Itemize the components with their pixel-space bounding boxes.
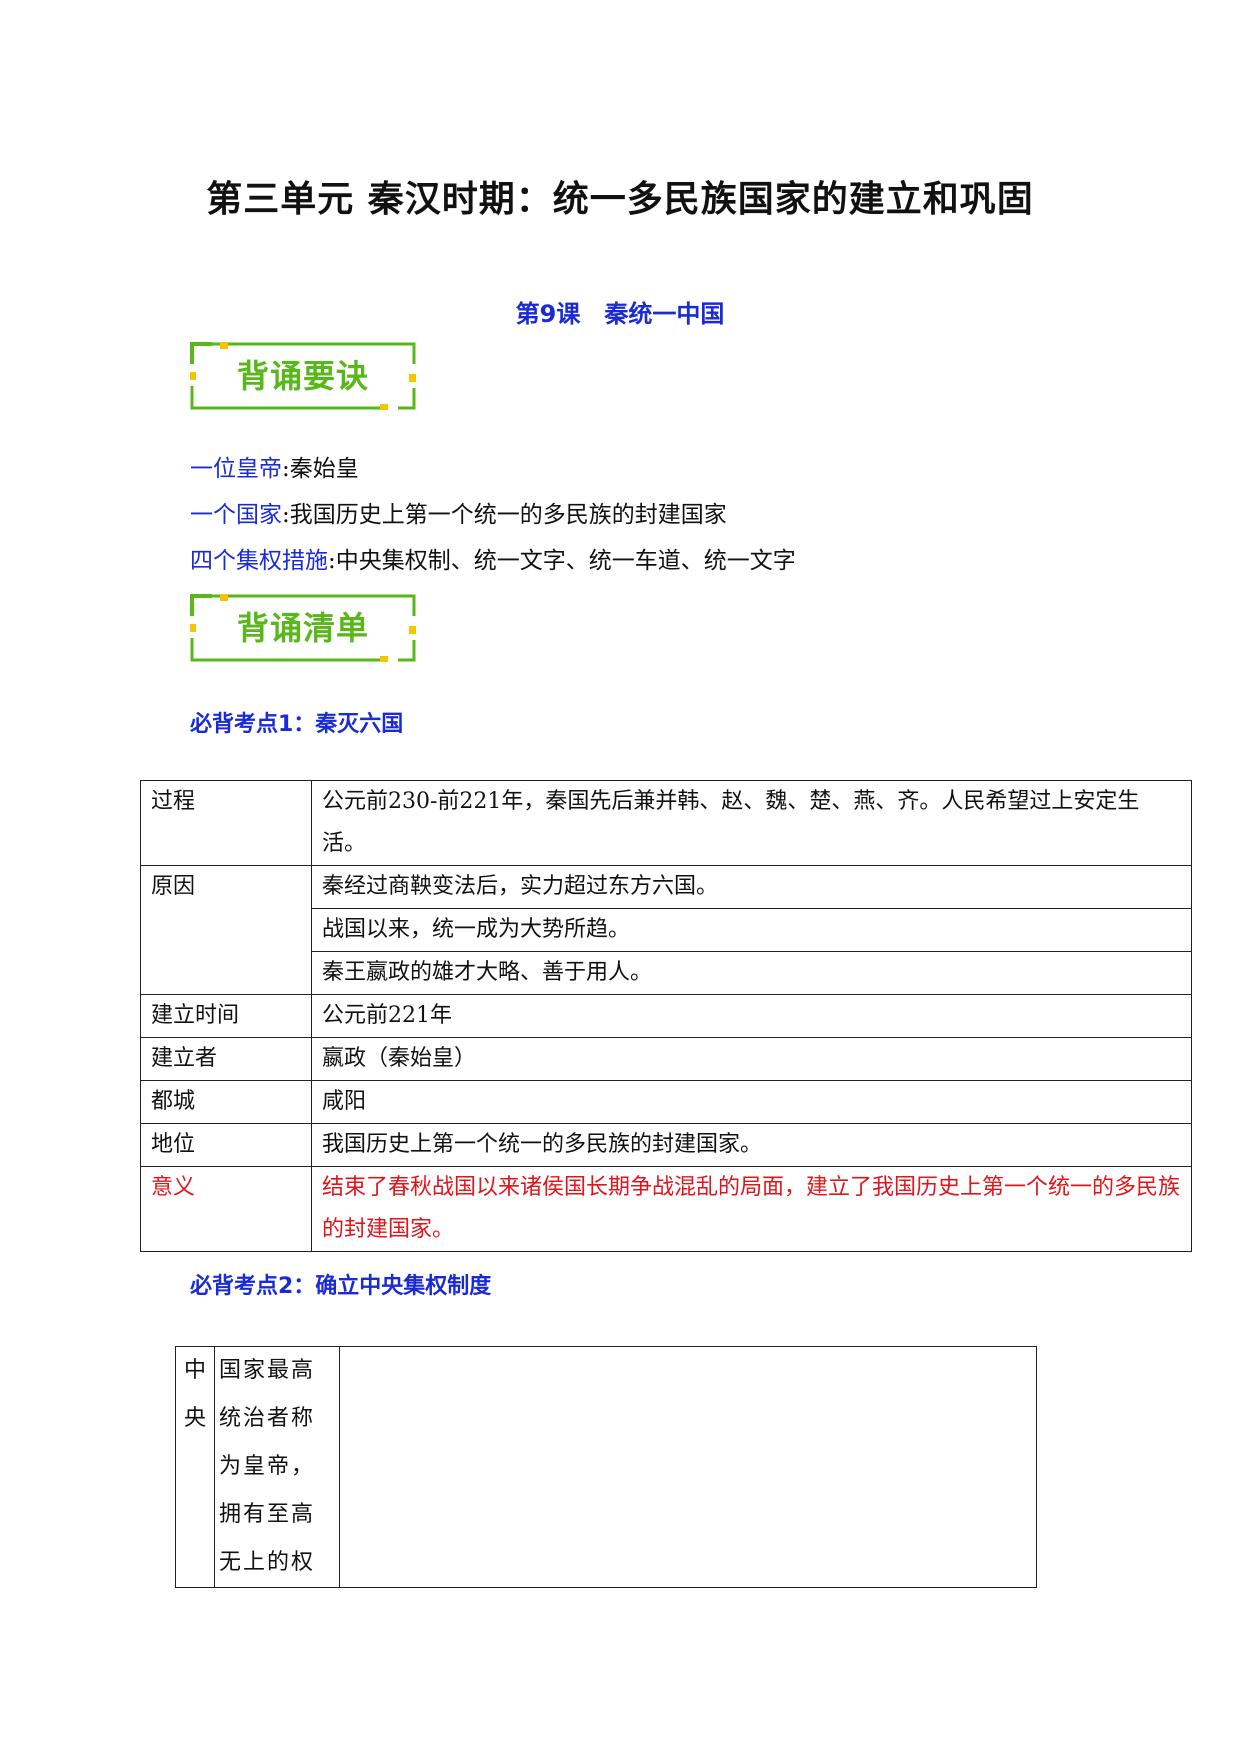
row-label: 建立时间: [140, 994, 312, 1038]
row-label: 都城: [140, 1080, 312, 1124]
row-label: 原因: [140, 865, 312, 995]
row-value: 秦经过商鞅变法后，实力超过东方六国。: [311, 865, 1192, 909]
summary-value: :秦始皇: [282, 456, 359, 482]
summary-key: 四个集权措施: [190, 548, 328, 574]
row-value: 结束了春秋战国以来诸侯国长期争战混乱的局面，建立了我国历史上第一个统一的多民族的…: [311, 1166, 1192, 1252]
lesson-title: 第9课 秦统一中国: [515, 300, 725, 328]
summary-line-3: 四个集权措施:中央集权制、统一文字、统一车道、统一文字: [190, 546, 796, 576]
banner-label: 背诵要诀: [236, 357, 369, 395]
row-value: 秦王嬴政的雄才大略、善于用人。: [311, 951, 1192, 995]
table-row: 地位 我国历史上第一个统一的多民族的封建国家。: [140, 1123, 1192, 1167]
summary-key: 一个国家: [190, 502, 282, 528]
summary-value: :我国历史上第一个统一的多民族的封建国家: [282, 502, 727, 528]
row-value: 战国以来，统一成为大势所趋。: [311, 908, 1192, 952]
point-2-title: 必背考点2：确立中央集权制度: [190, 1274, 492, 1299]
summary-key: 一位皇帝: [190, 456, 282, 482]
row-label: 中央: [175, 1346, 215, 1588]
row-value: 公元前221年: [311, 994, 1192, 1038]
row-label: 建立者: [140, 1037, 312, 1081]
row-detail: [339, 1346, 1037, 1588]
row-value: 嬴政（秦始皇）: [311, 1037, 1192, 1081]
row-label: 意义: [140, 1166, 312, 1252]
row-label: 地位: [140, 1123, 312, 1167]
unit-title: 第三单元 秦汉时期：统一多民族国家的建立和巩固: [206, 179, 1034, 220]
summary-line-1: 一位皇帝:秦始皇: [190, 454, 359, 484]
row-label: 过程: [140, 780, 312, 866]
summary-line-2: 一个国家:我国历史上第一个统一的多民族的封建国家: [190, 500, 727, 530]
table-row: 建立者 嬴政（秦始皇）: [140, 1037, 1192, 1081]
banner-frame-icon: [190, 342, 416, 410]
point-1-title: 必背考点1：秦灭六国: [190, 712, 404, 737]
table-row: 原因 秦经过商鞅变法后，实力超过东方六国。: [140, 865, 1192, 995]
table-row: 秦王嬴政的雄才大略、善于用人。: [141, 951, 1192, 995]
table-row: 建立时间 公元前221年: [140, 994, 1192, 1038]
table-row: 中央 国家最高统治者称为皇帝，拥有至高无上的权: [175, 1346, 1037, 1588]
point-2-table: 中央 国家最高统治者称为皇帝，拥有至高无上的权: [175, 1346, 1037, 1588]
banner-recitation-tips: 背诵要诀: [190, 342, 416, 410]
table-row: 意义 结束了春秋战国以来诸侯国长期争战混乱的局面，建立了我国历史上第一个统一的多…: [140, 1166, 1192, 1252]
table-row: 过程 公元前230-前221年，秦国先后兼并韩、赵、魏、楚、燕、齐。人民希望过上…: [140, 780, 1192, 866]
row-text: 国家最高统治者称为皇帝，拥有至高无上的权: [214, 1346, 340, 1588]
row-value: 公元前230-前221年，秦国先后兼并韩、赵、魏、楚、燕、齐。人民希望过上安定生…: [311, 780, 1192, 866]
row-value: 咸阳: [311, 1080, 1192, 1124]
table-row: 战国以来，统一成为大势所趋。: [141, 908, 1192, 952]
row-value: 我国历史上第一个统一的多民族的封建国家。: [311, 1123, 1192, 1167]
table-row: 都城 咸阳: [140, 1080, 1192, 1124]
point-1-table: 过程 公元前230-前221年，秦国先后兼并韩、赵、魏、楚、燕、齐。人民希望过上…: [140, 780, 1192, 1252]
banner-frame-icon: [190, 594, 416, 662]
summary-value: :中央集权制、统一文字、统一车道、统一文字: [328, 548, 796, 574]
banner-label: 背诵清单: [236, 609, 369, 647]
banner-recitation-list: 背诵清单: [190, 594, 416, 662]
